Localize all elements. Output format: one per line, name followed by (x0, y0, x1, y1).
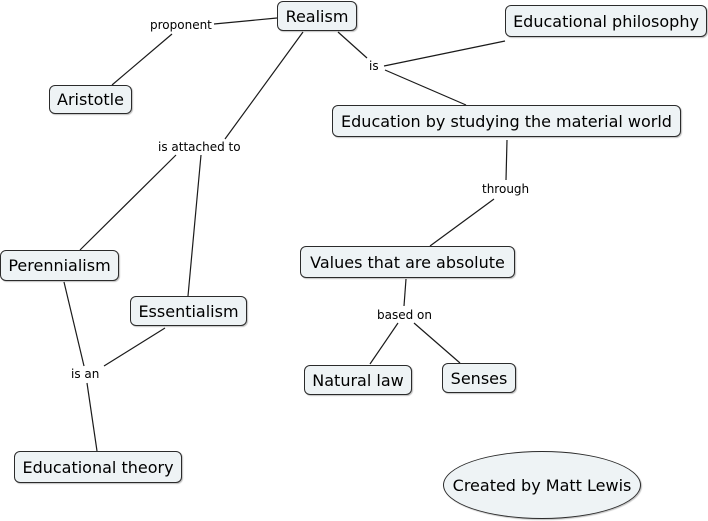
connector-perennialism-is-an (63, 281, 85, 367)
connector-realism-proponent (213, 17, 278, 25)
concept-senses[interactable]: Senses (442, 363, 516, 393)
concept-natural-law[interactable]: Natural law (304, 365, 412, 395)
concept-essentialism[interactable]: Essentialism (130, 296, 247, 326)
connector-values-based-on (403, 278, 407, 307)
link-label-is-attached-to: is attached to (157, 140, 242, 154)
connector-is-education-material-world (384, 69, 467, 106)
concept-aristotle[interactable]: Aristotle (49, 85, 132, 114)
connector-essentialism-is-an (103, 327, 166, 367)
connector-is-an-educational-theory (86, 382, 98, 452)
connector-is-attached-to-essentialism (187, 154, 202, 297)
link-label-based-on: based on (376, 308, 433, 322)
connector-is-educational-philosophy (383, 40, 506, 67)
concept-perennialism[interactable]: Perennialism (0, 250, 119, 281)
connector-is-attached-to-perennialism (79, 154, 177, 251)
credit-ellipse: Created by Matt Lewis (443, 451, 641, 519)
concept-educational-philosophy[interactable]: Educational philosophy (505, 5, 707, 37)
connector-based-on-natural-law (369, 322, 399, 365)
concept-realism[interactable]: Realism (277, 1, 357, 31)
link-label-is: is (368, 59, 380, 73)
connector-education-through (505, 139, 508, 181)
link-label-proponent: proponent (149, 18, 213, 32)
connector-based-on-senses (413, 322, 461, 364)
link-label-is-an: is an (70, 367, 101, 381)
connector-proponent-aristotle (111, 33, 173, 86)
connector-through-values (429, 198, 495, 247)
concept-educational-theory[interactable]: Educational theory (14, 451, 182, 483)
concept-education-material-world[interactable]: Education by studying the material world (332, 105, 681, 137)
connector-realism-is-attached-to (224, 31, 304, 140)
connector-realism-is (337, 31, 368, 59)
link-label-through: through (481, 182, 531, 196)
concept-values-absolute[interactable]: Values that are absolute (300, 246, 515, 278)
